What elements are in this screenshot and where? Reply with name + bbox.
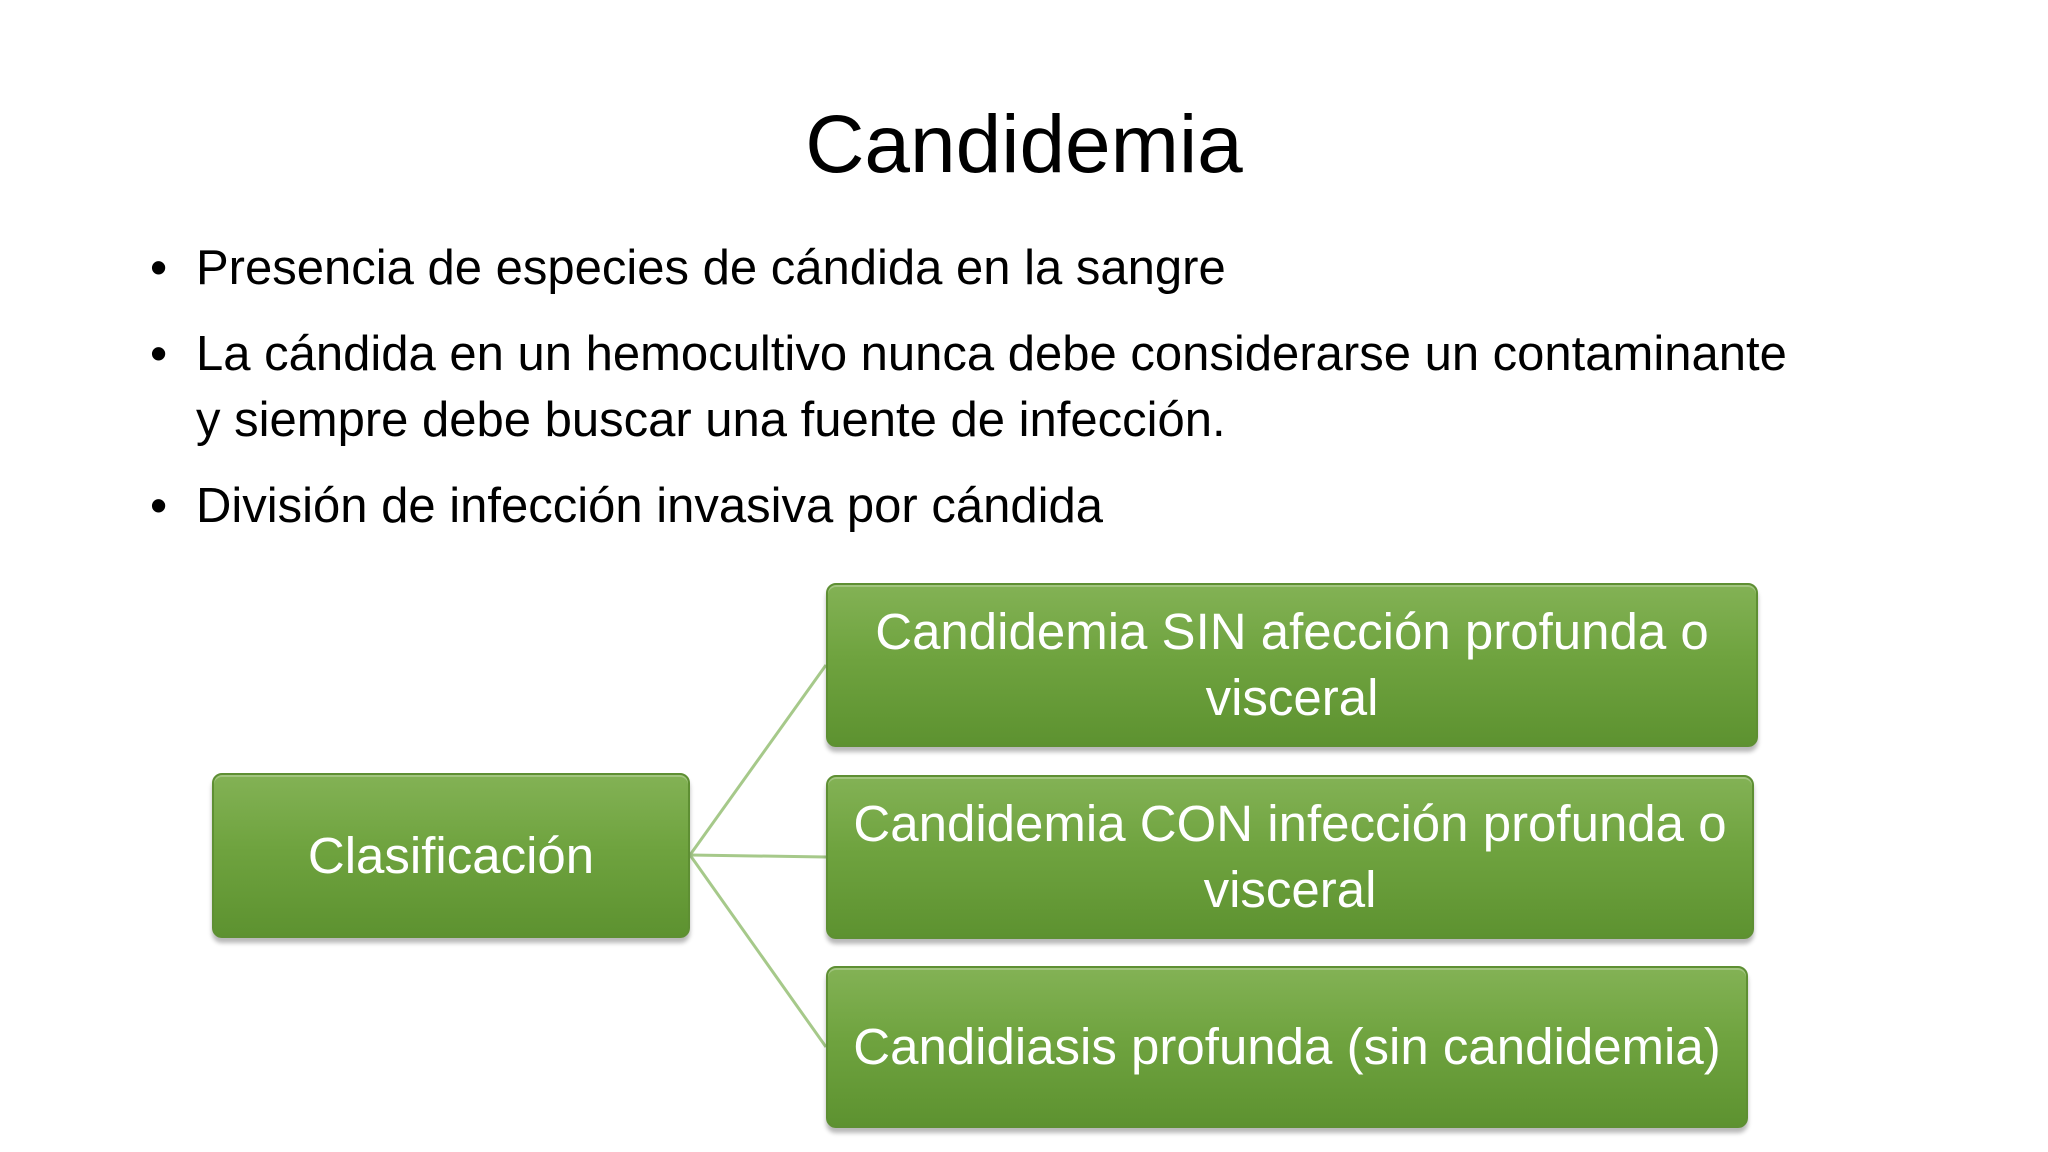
connector-line [689,853,827,859]
child-node-candidemia-sin: Candidemia SIN afección profunda o visce… [826,583,1758,747]
bullet-list: • Presencia de especies de cándida en la… [150,235,1800,559]
bullet-text: División de infección invasiva por cándi… [196,479,1104,533]
bullet-text: Presencia de especies de cándida en la s… [196,241,1226,295]
bullet-dot-icon: • [150,327,168,381]
root-node-clasificacion: Clasificación [212,773,690,938]
child-node-candidiasis-profunda: Candidiasis profunda (sin candidemia) [826,966,1748,1128]
bullet-dot-icon: • [150,241,168,295]
connector-line [688,854,828,1048]
bullet-item: • La cándida en un hemocultivo nunca deb… [150,321,1800,453]
bullet-text: La cándida en un hemocultivo nunca debe … [196,327,1787,447]
bullet-item: • División de infección invasiva por cán… [150,473,1800,539]
slide-title: Candidemia [805,99,1243,190]
bullet-dot-icon: • [150,479,168,533]
bullet-item: • Presencia de especies de cándida en la… [150,235,1800,301]
child-node-candidemia-con: Candidemia CON infección profunda o visc… [826,775,1754,939]
connector-line [688,664,828,856]
